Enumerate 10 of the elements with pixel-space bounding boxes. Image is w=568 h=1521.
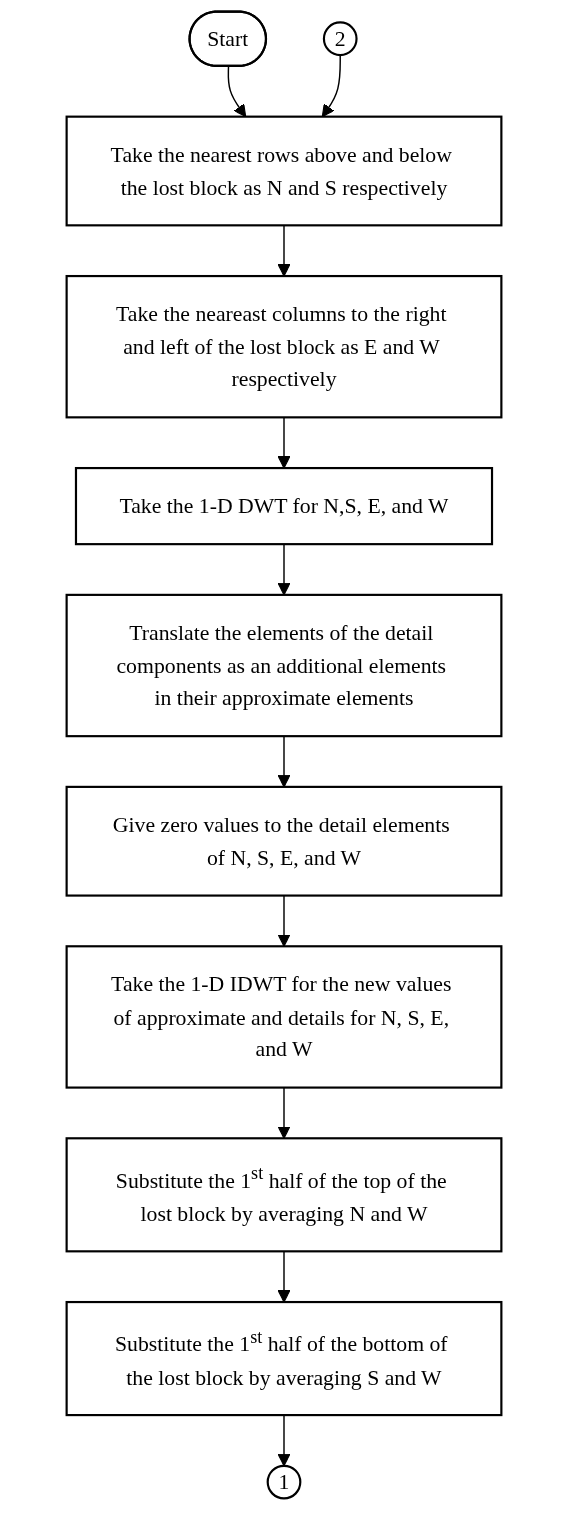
node-box: Translate the elements of the detail components as an additional elements in their approximate elements	[65, 593, 503, 738]
node-box: Take the 1-D IDWT for the new values of approximate and details for N, S, E, and W	[65, 945, 503, 1089]
node-box: Substitute the 1$^{st}$ half of the top of the lost block by averaging N and W	[65, 1137, 503, 1253]
node-box: Give zero values to the detail elements of N, S, E, and W	[65, 785, 503, 897]
node-box: Substitute the 1$^{st}$ half of the bottom of the lost block by averaging S and W	[65, 1300, 503, 1417]
node-circle: 1	[266, 1464, 302, 1500]
node-circle: 2	[322, 21, 358, 57]
node-box: Take the 1-D DWT for N,S, E, and W	[74, 467, 494, 546]
node-box: Take the nearest rows above and below the lost block as N and S respectively	[65, 115, 503, 227]
node-box: Take the neareast columns to the right and left of the lost block as E and W respectively	[65, 274, 503, 419]
